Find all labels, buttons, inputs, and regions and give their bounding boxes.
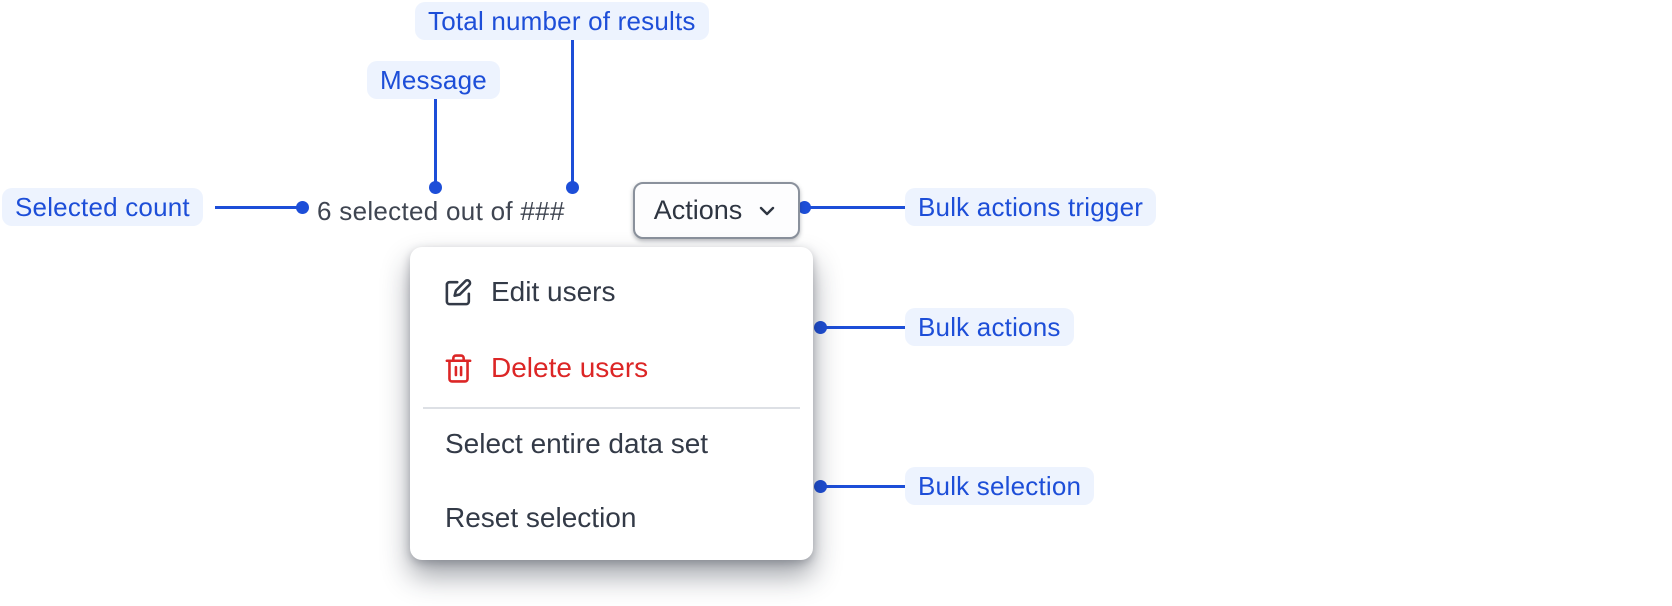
annotation-total-results: Total number of results <box>415 2 709 40</box>
menu-divider <box>423 407 800 409</box>
connector-dot-bulk-selection <box>814 480 827 493</box>
menu-item-label: Reset selection <box>445 502 637 533</box>
menu-item-delete-users[interactable]: Delete users <box>410 338 813 398</box>
connector-line-message <box>434 99 437 185</box>
actions-button[interactable]: Actions <box>633 182 800 239</box>
menu-item-label: Select entire data set <box>445 428 709 459</box>
annotation-bulk-actions: Bulk actions <box>905 308 1074 346</box>
selected-count-message: 6 selected out of ### <box>317 196 565 226</box>
menu-item-label: Edit users <box>491 276 616 307</box>
actions-button-label: Actions <box>653 195 743 225</box>
connector-dot-bulk-actions <box>814 321 827 334</box>
connector-dot-message <box>429 181 442 194</box>
connector-line-bulk-selection <box>820 485 905 488</box>
connector-line-bulk-actions <box>820 326 905 329</box>
connector-dot-bulk-actions-trigger <box>798 201 811 214</box>
menu-item-select-entire-data-set[interactable]: Select entire data set <box>410 414 813 474</box>
annotation-bulk-selection: Bulk selection <box>905 467 1095 505</box>
annotation-bulk-actions-trigger: Bulk actions trigger <box>905 188 1157 226</box>
connector-dot-total-results <box>566 181 579 194</box>
connector-line-bulk-actions-trigger <box>804 206 905 209</box>
menu-item-edit-users[interactable]: Edit users <box>410 262 813 322</box>
annotation-selected-count: Selected count <box>2 188 203 226</box>
connector-line-selected-count <box>215 206 302 209</box>
trash-icon <box>443 353 474 384</box>
chevron-down-icon <box>755 199 779 223</box>
bulk-actions-menu: Edit users Delete users Select entire da… <box>410 247 813 560</box>
menu-item-reset-selection[interactable]: Reset selection <box>410 488 813 548</box>
edit-icon <box>443 277 474 308</box>
menu-item-label: Delete users <box>491 352 649 383</box>
connector-line-total-results <box>571 40 574 185</box>
connector-dot-selected-count <box>296 201 309 214</box>
annotation-message: Message <box>367 61 500 99</box>
